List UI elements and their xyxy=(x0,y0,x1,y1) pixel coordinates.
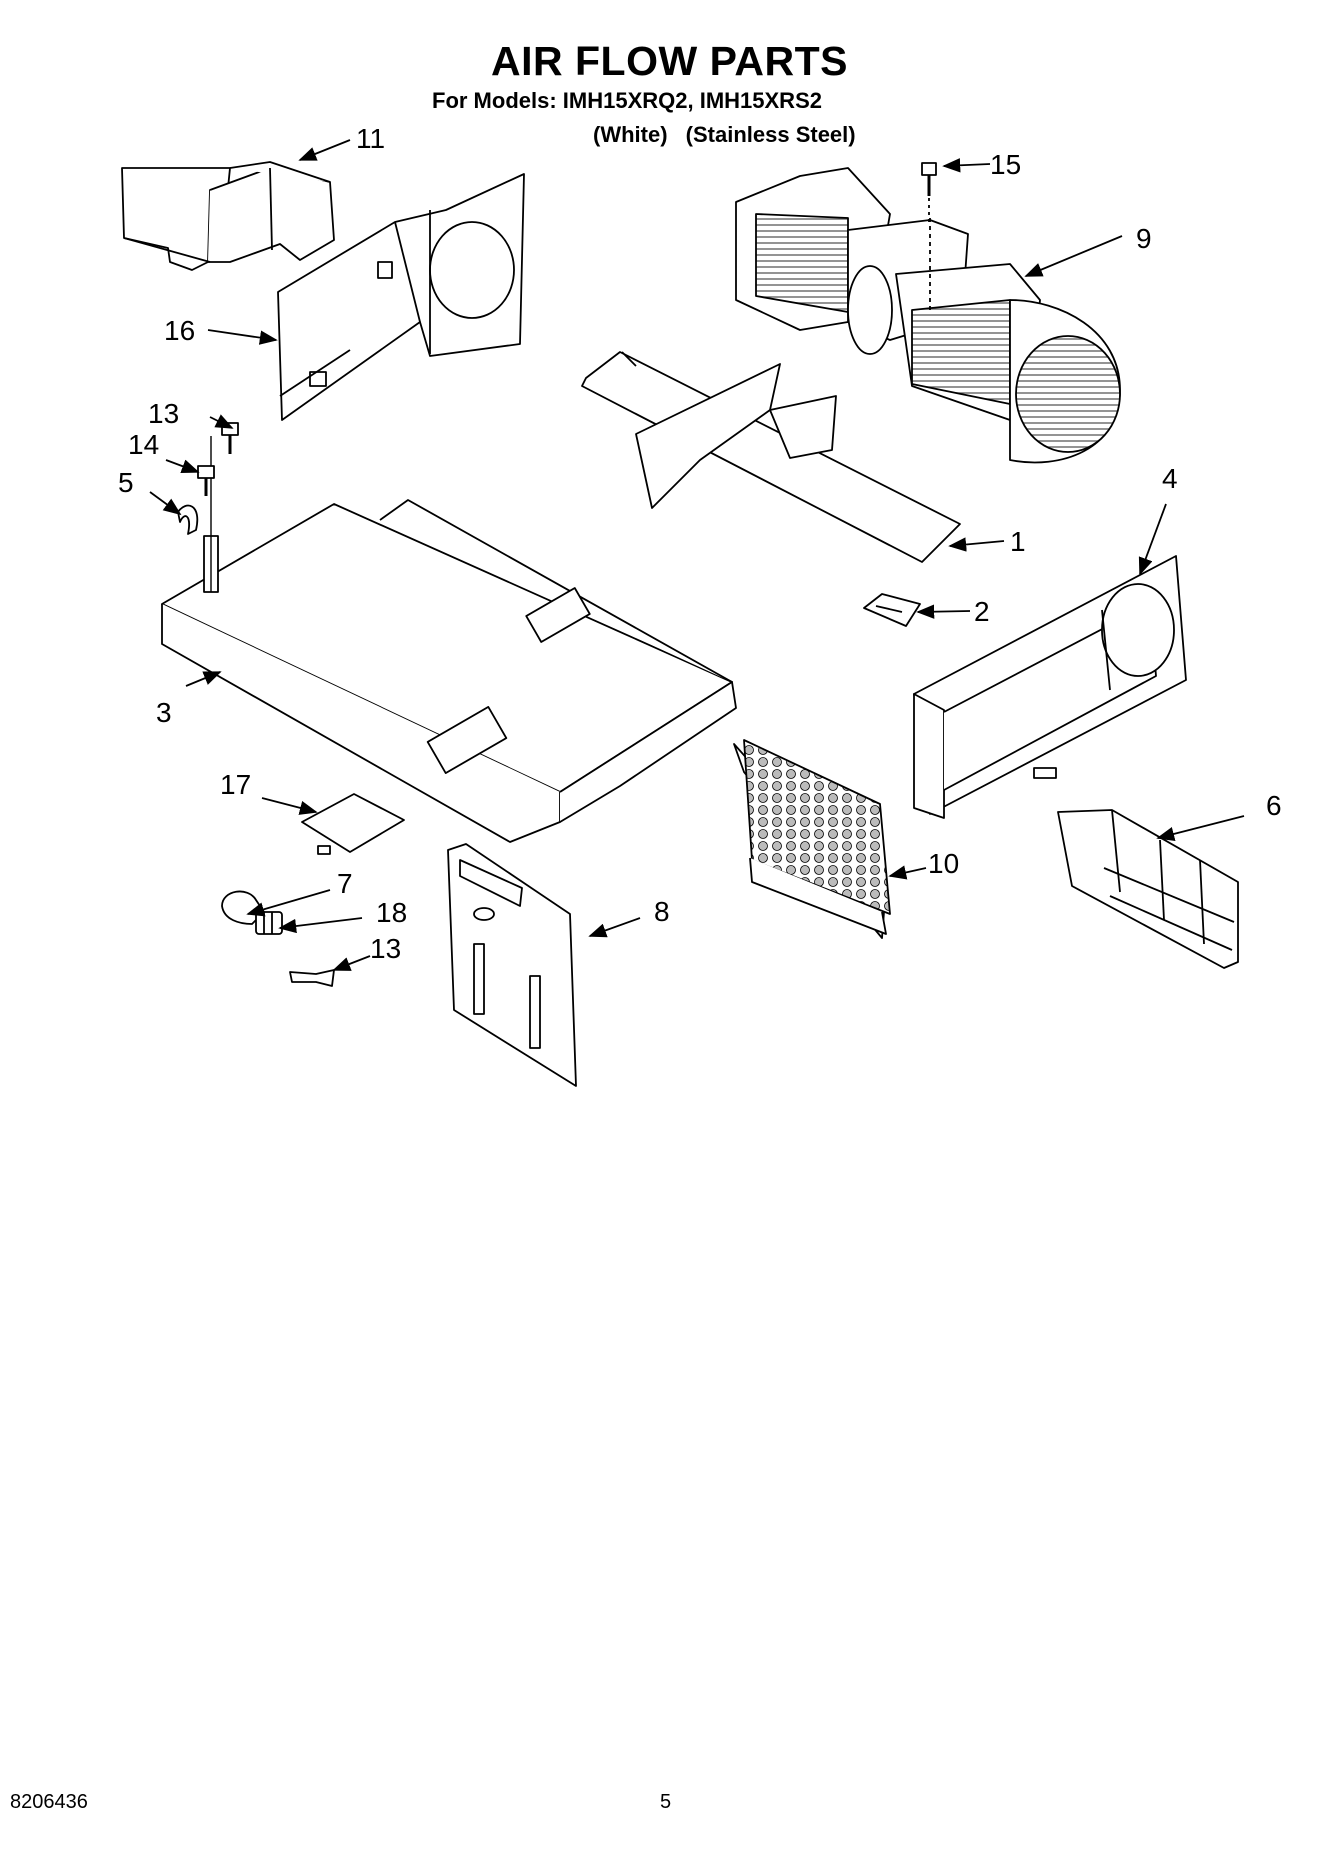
callout-6: 6 xyxy=(1266,790,1282,821)
part-13-screw-lower xyxy=(289,969,335,987)
document-number: 8206436 xyxy=(10,1791,88,1813)
page-number: 5 xyxy=(660,1791,672,1813)
part-10-grille-filter xyxy=(733,739,891,939)
part-15-screw xyxy=(921,162,937,222)
callout-2: 2 xyxy=(974,596,990,627)
part-18-socket xyxy=(255,911,283,935)
callout-18: 18 xyxy=(376,897,407,928)
callout-5: 5 xyxy=(118,467,134,498)
callout-9: 9 xyxy=(1136,223,1152,254)
part-8-mounting-plate xyxy=(447,843,577,1087)
callout-8: 8 xyxy=(654,896,670,927)
callout-3: 3 xyxy=(156,697,172,728)
part-11-vent-duct xyxy=(121,161,335,271)
callout-13-lower: 13 xyxy=(370,933,401,964)
callout-labels: 1 2 3 4 5 6 7 8 9 10 11 13 13 14 15 16 1… xyxy=(118,123,1282,964)
variant-white: (White) xyxy=(593,122,668,147)
callout-1: 1 xyxy=(1010,526,1026,557)
leader-arrows xyxy=(149,139,1245,971)
part-4-frame xyxy=(913,555,1187,819)
part-3-base-tray xyxy=(161,436,737,843)
page-title: AIR FLOW PARTS xyxy=(491,38,848,84)
part-5-clamp xyxy=(177,504,199,535)
callout-11: 11 xyxy=(356,123,385,154)
part-1-air-baffle xyxy=(581,351,961,563)
part-6-filter-frame xyxy=(1057,809,1239,969)
callout-13-upper: 13 xyxy=(148,398,179,429)
part-17-gasket xyxy=(301,793,405,855)
callout-7: 7 xyxy=(337,868,353,899)
variant-labels: (White) (Stainless Steel) xyxy=(593,122,868,148)
callout-15: 15 xyxy=(990,149,1021,180)
callout-14: 14 xyxy=(128,429,159,460)
callout-17: 17 xyxy=(220,769,251,800)
part-16-side-plate xyxy=(277,173,525,421)
part-9-blower-assembly xyxy=(735,167,1121,464)
callout-16: 16 xyxy=(164,315,195,346)
callout-10: 10 xyxy=(928,848,959,879)
part-2-clip xyxy=(863,593,921,627)
variant-stainless: (Stainless Steel) xyxy=(685,122,856,147)
callout-4: 4 xyxy=(1162,463,1178,494)
models-line: For Models: IMH15XRQ2, IMH15XRS2 xyxy=(432,88,822,113)
